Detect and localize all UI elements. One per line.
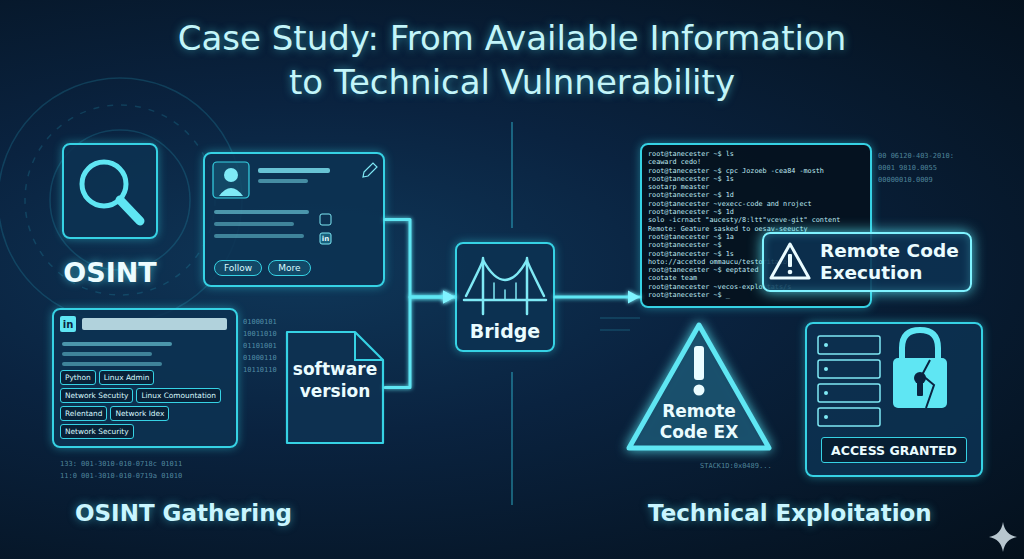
linkedin-logo-text: in: [320, 234, 331, 245]
binary-stream: 10011010: [243, 330, 277, 338]
skill-tag: Relentand: [60, 406, 107, 421]
document-fold: [355, 332, 383, 360]
arrow-head: [443, 291, 455, 304]
skill-tags: PythonLinux AdminNetwork SecutityLinux C…: [60, 370, 230, 439]
hex-stream: 0001 9810.0055: [878, 164, 937, 172]
terminal-line: root@tanecester ~$ 1d: [648, 191, 866, 199]
terminal-line: sootarp measter: [648, 183, 866, 191]
terminal-line: solo -icrnact "aucesty/8:ltt"vceve-git" …: [648, 216, 866, 224]
sparkle-mark: [989, 522, 1017, 552]
document-shape: [287, 332, 383, 443]
profile-decoration: [213, 162, 377, 244]
connector-line: [385, 297, 455, 388]
server-lock-icon: [818, 330, 947, 426]
terminal-line: root@tanecester ~$ _: [648, 291, 866, 299]
profile-button: More: [268, 260, 310, 276]
binary-stream: 01000110: [243, 354, 277, 362]
terminal-line: ceaward cedo!: [648, 158, 866, 166]
stack-address: STACK1D:0x0489...: [700, 462, 772, 470]
hex-stream: 133: 001-3010-010-0718c 01011: [60, 460, 182, 468]
alert-box: Remote Code Execution: [762, 232, 972, 292]
terminal-line: root@tanecester ~$ cpc Jozoeb -cea84 -mo…: [648, 167, 866, 175]
profile-button: Follow: [214, 260, 262, 276]
server-box: ACCESS GRANTED: [805, 322, 983, 477]
arrow-head: [443, 291, 455, 304]
diagram-title: Case Study: From Available Information t…: [162, 16, 862, 104]
connector-line: [555, 296, 640, 299]
linkedin-logo-text: in: [60, 317, 76, 333]
document-label: software version: [291, 358, 379, 402]
section-label: Technical Exploitation: [648, 500, 932, 526]
button-row: Follow More: [214, 260, 311, 276]
triangle-shape: [629, 325, 769, 448]
arrow-head: [628, 291, 640, 304]
hex-stream: 00000010.0009: [878, 176, 933, 184]
osint-icon-box: OSINT: [62, 143, 158, 239]
binary-stream: 01000101: [243, 318, 277, 326]
node-heading: OSINT: [34, 257, 186, 288]
bridge-icon: [464, 258, 546, 314]
connector: [158, 191, 203, 192]
connector-line: [158, 190, 203, 193]
connector: [385, 291, 455, 388]
hex-stream: 11:0 001-3010-010-0719a 01010: [60, 472, 182, 480]
connector: [888, 292, 889, 322]
skill-tag: Linux Comountation: [136, 388, 221, 403]
connector-line: [385, 220, 455, 298]
warning-triangle: Remote Code EX: [624, 318, 774, 453]
triangle-label: Remote Code EX: [642, 401, 756, 443]
skill-tag: Network Idex: [110, 406, 169, 421]
profile-card: Follow More: [203, 152, 385, 287]
section-label: OSINT Gathering: [75, 500, 292, 526]
alert-label: Remote Code Execution: [820, 240, 964, 284]
binary-stream: 10110110: [243, 366, 277, 374]
linkedin-card: PythonLinux AdminNetwork SecutityLinux C…: [52, 308, 238, 448]
bridge-label: Bridge: [457, 320, 553, 342]
status-banner: ACCESS GRANTED: [821, 437, 967, 463]
skill-tag: Network Security: [60, 424, 134, 439]
skill-tag: Linux Admin: [99, 370, 155, 385]
binary-stream: 01101001: [243, 342, 277, 350]
connector-line: [887, 292, 890, 322]
skill-tag: Network Secutity: [60, 388, 133, 403]
magnifier-icon: [82, 162, 140, 221]
warning-icon: [771, 244, 809, 278]
document-icon: software version: [285, 330, 385, 445]
bridge-box: Bridge: [455, 242, 555, 352]
terminal-line: root@tanecester ~$ 1s: [648, 175, 866, 183]
linkedin-decoration: [60, 316, 227, 366]
terminal-line: root@tanecester ~$ 1d: [648, 208, 866, 216]
terminal-line: root@tanecester ~$ ls: [648, 150, 866, 158]
terminal-line: root@tanecester ~vexecc-code and nroject: [648, 200, 866, 208]
exclamation-mark: [694, 346, 705, 396]
alert-text-box: Remote Code Execution: [820, 234, 964, 290]
connector: [555, 291, 640, 304]
skill-tag: Python: [60, 370, 96, 385]
connector: [385, 220, 455, 304]
hex-stream: 00 06120-403-2010:: [878, 152, 954, 160]
